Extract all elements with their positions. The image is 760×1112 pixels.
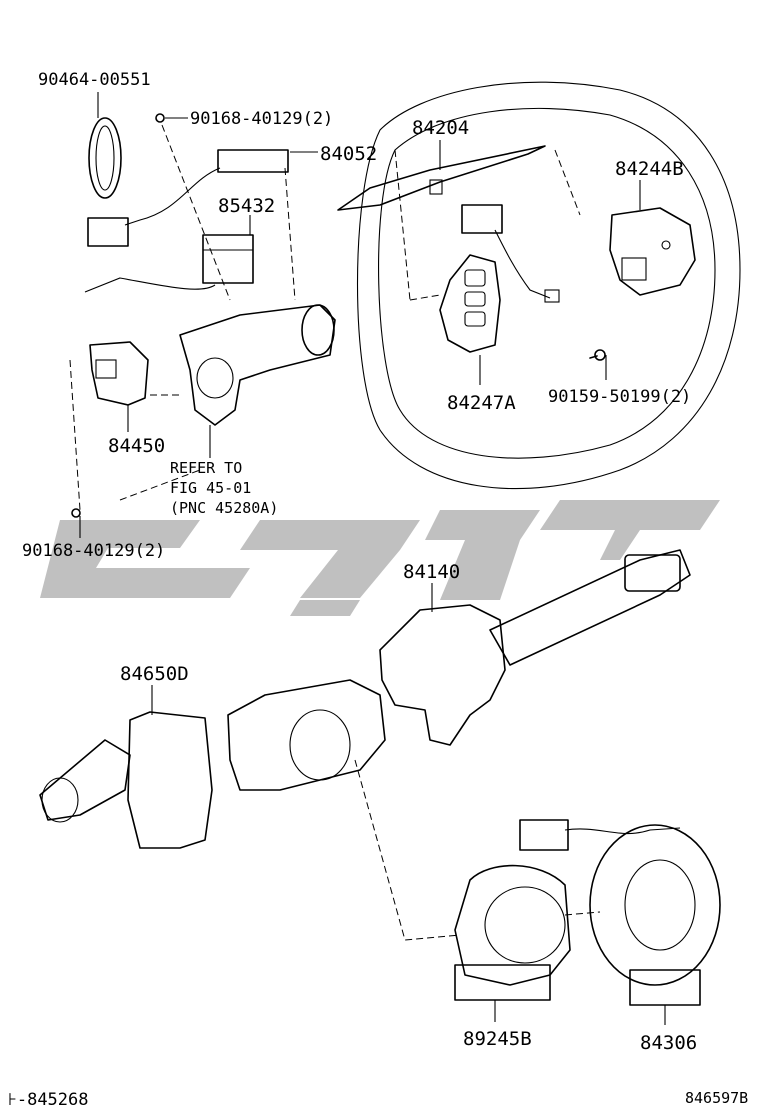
part-90168-screw-top (155, 113, 165, 123)
part-90159-screw (589, 349, 606, 361)
refer-note-line3: (PNC 45280A) (170, 499, 278, 517)
footer-right-code: 846597B (685, 1089, 748, 1107)
part-89245B-sensor (454, 864, 571, 1001)
label-90159-50199: 90159-50199(2) (548, 387, 691, 407)
part-84052-harness (87, 149, 289, 247)
label-90464-00551: 90464-00551 (38, 70, 151, 90)
label-84306: 84306 (640, 1032, 697, 1054)
part-90464-clamp (88, 117, 122, 199)
steering-wheel-outline (356, 81, 741, 490)
label-84247A: 84247A (447, 392, 516, 414)
part-90168-screw-bottom (71, 508, 81, 518)
label-89245B: 89245B (463, 1028, 532, 1050)
part-84247A-switch (439, 204, 560, 353)
footer-left-code: ⊦-845268 (8, 1090, 89, 1110)
leader-lines (79, 92, 666, 1025)
label-84450: 84450 (108, 435, 165, 457)
label-84204: 84204 (412, 117, 469, 139)
part-84306-spiral-cable (519, 819, 721, 1006)
label-90168-40129-top: 90168-40129(2) (190, 109, 333, 129)
label-84244B: 84244B (615, 158, 684, 180)
label-84140: 84140 (403, 561, 460, 583)
part-84650D-switch (39, 711, 213, 849)
part-84140-switch (379, 549, 691, 746)
label-85432: 85432 (218, 195, 275, 217)
part-84244B-switch (609, 207, 696, 296)
part-85432-relay (84, 234, 254, 293)
steering-column-housing (179, 304, 336, 458)
clock-spring-bracket (227, 679, 386, 791)
label-84650D: 84650D (120, 663, 189, 685)
refer-note-line1: REFER TO (170, 459, 242, 477)
refer-note-line2: FIG 45-01 (170, 479, 251, 497)
part-84204-trim (337, 145, 546, 211)
watermark-logo (40, 500, 720, 616)
label-84052: 84052 (320, 143, 377, 165)
part-84450-sensor (89, 341, 149, 406)
label-90168-40129-bottom: 90168-40129(2) (22, 541, 165, 561)
assembly-lines (69, 124, 601, 941)
